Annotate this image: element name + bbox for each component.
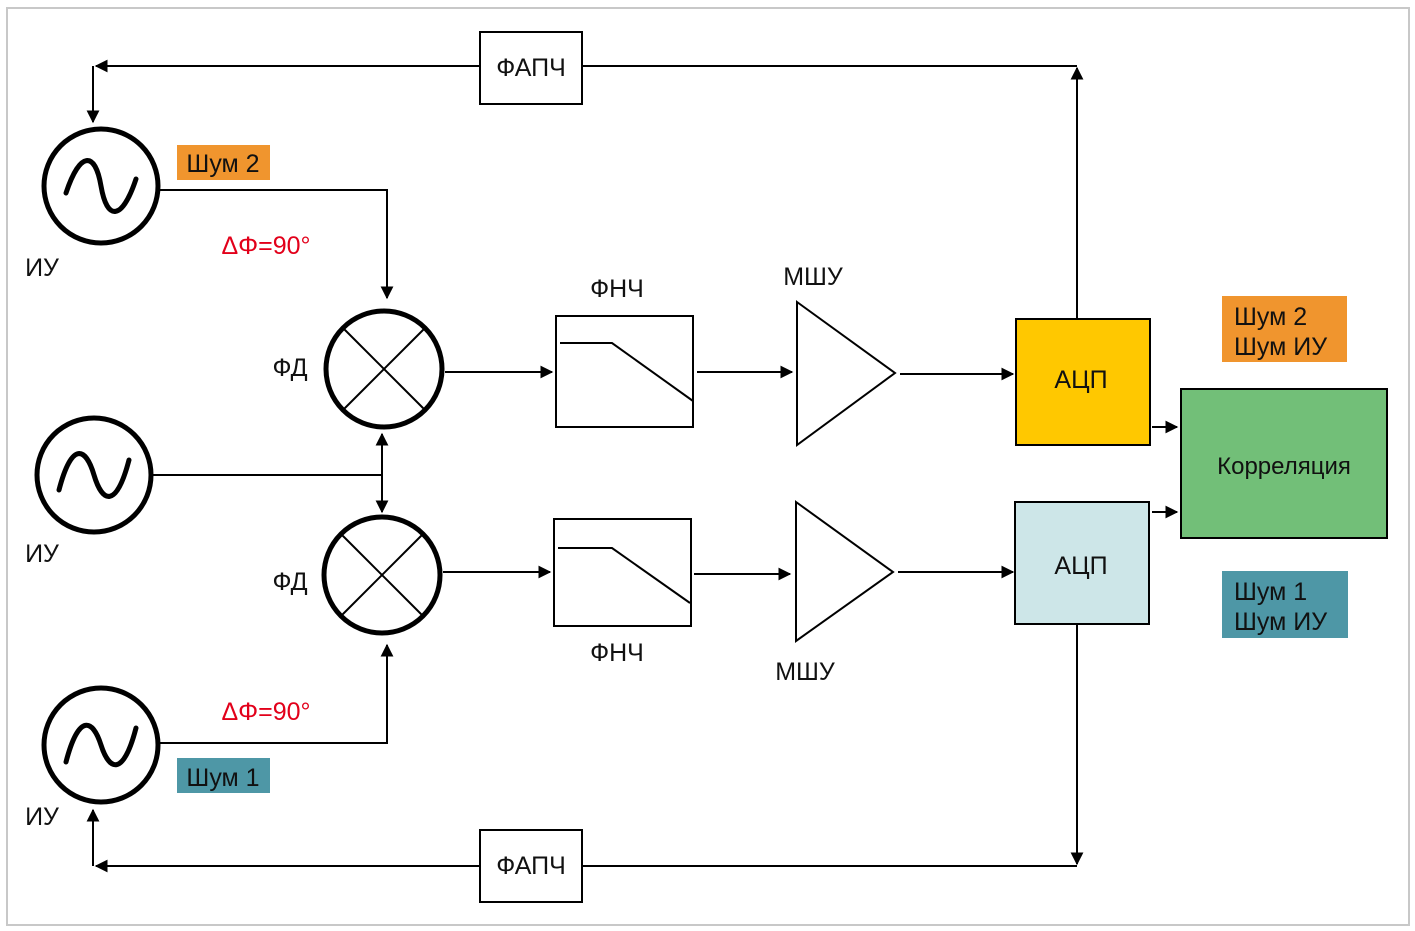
lna-bottom-label: МШУ bbox=[775, 658, 835, 686]
phase-shift-top: ΔΦ=90° bbox=[221, 232, 310, 260]
pll-bottom-label: ФАПЧ bbox=[496, 852, 565, 880]
sine-wave-icon bbox=[63, 722, 139, 768]
sine-wave-icon bbox=[63, 158, 139, 214]
amplifier-triangle-icon bbox=[795, 500, 895, 643]
noise-tag-1: Шум 1 bbox=[177, 758, 270, 793]
osc-mid-label: ИУ bbox=[25, 540, 59, 568]
lowpass-response-icon bbox=[558, 547, 691, 604]
oscillator-bottom: ИУ bbox=[25, 685, 161, 831]
correlation-block: Корреляция bbox=[1180, 388, 1388, 539]
mixer-top: ФД bbox=[272, 308, 445, 430]
sine-wave-icon bbox=[56, 451, 132, 499]
osc-bot-to-mixer-line bbox=[160, 643, 394, 744]
result-top-line1: Шум 2 bbox=[1234, 303, 1307, 331]
adc-top-block: АЦП bbox=[1015, 318, 1151, 446]
noise-tag-1-text: Шум 1 bbox=[186, 764, 259, 792]
correlation-label: Корреляция bbox=[1217, 453, 1351, 480]
mixer-bottom: ФД bbox=[272, 514, 443, 636]
lna-bottom: МШУ bbox=[775, 500, 895, 686]
lpf-top-label: ФНЧ bbox=[590, 275, 644, 303]
pll-top-label: ФАПЧ bbox=[496, 54, 565, 82]
lowpass-response-icon bbox=[560, 342, 694, 402]
result-tag-top: Шум 2 Шум ИУ bbox=[1222, 296, 1347, 362]
osc-top-label: ИУ bbox=[25, 254, 59, 282]
amplifier-triangle-icon bbox=[796, 300, 897, 447]
phase-shift-bottom: ΔΦ=90° bbox=[221, 698, 310, 726]
mixer-cross-icon bbox=[342, 327, 426, 411]
adc-bottom-label: АЦП bbox=[1054, 552, 1107, 580]
pll-bottom-block: ФАПЧ bbox=[479, 829, 583, 903]
mixer-bottom-label: ФД bbox=[272, 568, 307, 596]
result-tag-bottom: Шум 1 Шум ИУ bbox=[1222, 571, 1348, 638]
lna-top-label: МШУ bbox=[783, 263, 843, 291]
result-top-line2: Шум ИУ bbox=[1234, 333, 1327, 361]
lpf-bottom: ФНЧ bbox=[553, 518, 692, 667]
oscillator-middle: ИУ bbox=[25, 415, 154, 568]
result-bottom-line2: Шум ИУ bbox=[1234, 608, 1327, 636]
mixer-top-label: ФД bbox=[272, 354, 307, 382]
oscillator-top: ИУ bbox=[25, 126, 161, 282]
pll-top-block: ФАПЧ bbox=[479, 31, 583, 105]
mixer-cross-icon bbox=[340, 533, 424, 617]
osc-bot-label: ИУ bbox=[25, 803, 59, 831]
osc-top-to-mixer-line bbox=[160, 189, 394, 300]
noise-tag-2-text: Шум 2 bbox=[186, 150, 259, 178]
lpf-top: ФНЧ bbox=[555, 275, 694, 428]
lna-top: МШУ bbox=[783, 263, 897, 447]
adc-bottom-block: АЦП bbox=[1014, 501, 1150, 625]
adc-top-label: АЦП bbox=[1054, 366, 1107, 394]
noise-tag-2: Шум 2 bbox=[177, 145, 270, 180]
result-bottom-line1: Шум 1 bbox=[1234, 578, 1307, 606]
lpf-bottom-label: ФНЧ bbox=[590, 639, 644, 667]
